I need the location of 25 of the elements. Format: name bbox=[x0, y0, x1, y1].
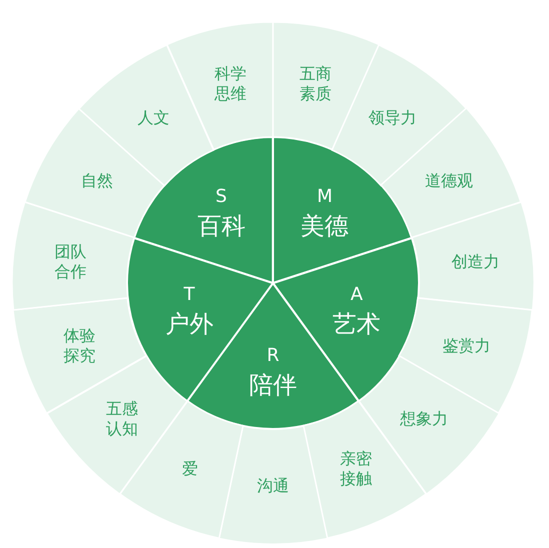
segment-label: 想象力 bbox=[400, 409, 448, 430]
segment-label: 团队合作 bbox=[54, 242, 87, 282]
segment-title: 美德 bbox=[300, 210, 349, 241]
segment-letter: A bbox=[350, 284, 363, 306]
segment-label: 沟通 bbox=[256, 476, 289, 496]
segment-letter: M bbox=[316, 186, 332, 208]
segment-title: 陪伴 bbox=[248, 370, 297, 400]
segment-label: 人文 bbox=[137, 108, 170, 128]
segment-label: 体验探究 bbox=[63, 326, 96, 366]
segment-label: 鉴赏力 bbox=[442, 336, 491, 356]
segment-letter: T bbox=[184, 284, 195, 306]
segment-label: 领导力 bbox=[368, 108, 417, 128]
segment-letter: R bbox=[266, 344, 280, 368]
segment-label: 爱 bbox=[182, 458, 198, 479]
segment-label: 五感认知 bbox=[106, 399, 138, 440]
segment-title: 艺术 bbox=[332, 309, 381, 340]
segment-letter: S bbox=[216, 186, 227, 208]
segment-title: 户外 bbox=[165, 309, 214, 340]
segment-label: 科学思维 bbox=[214, 64, 247, 104]
segment-title: 百科 bbox=[197, 210, 246, 241]
segment-label: 亲密接触 bbox=[340, 448, 372, 489]
segment-label: 五商素质 bbox=[299, 64, 332, 104]
segment-label: 道德观 bbox=[425, 171, 474, 192]
segment-label: 自然 bbox=[80, 171, 113, 192]
segment-label: 创造力 bbox=[451, 252, 500, 272]
